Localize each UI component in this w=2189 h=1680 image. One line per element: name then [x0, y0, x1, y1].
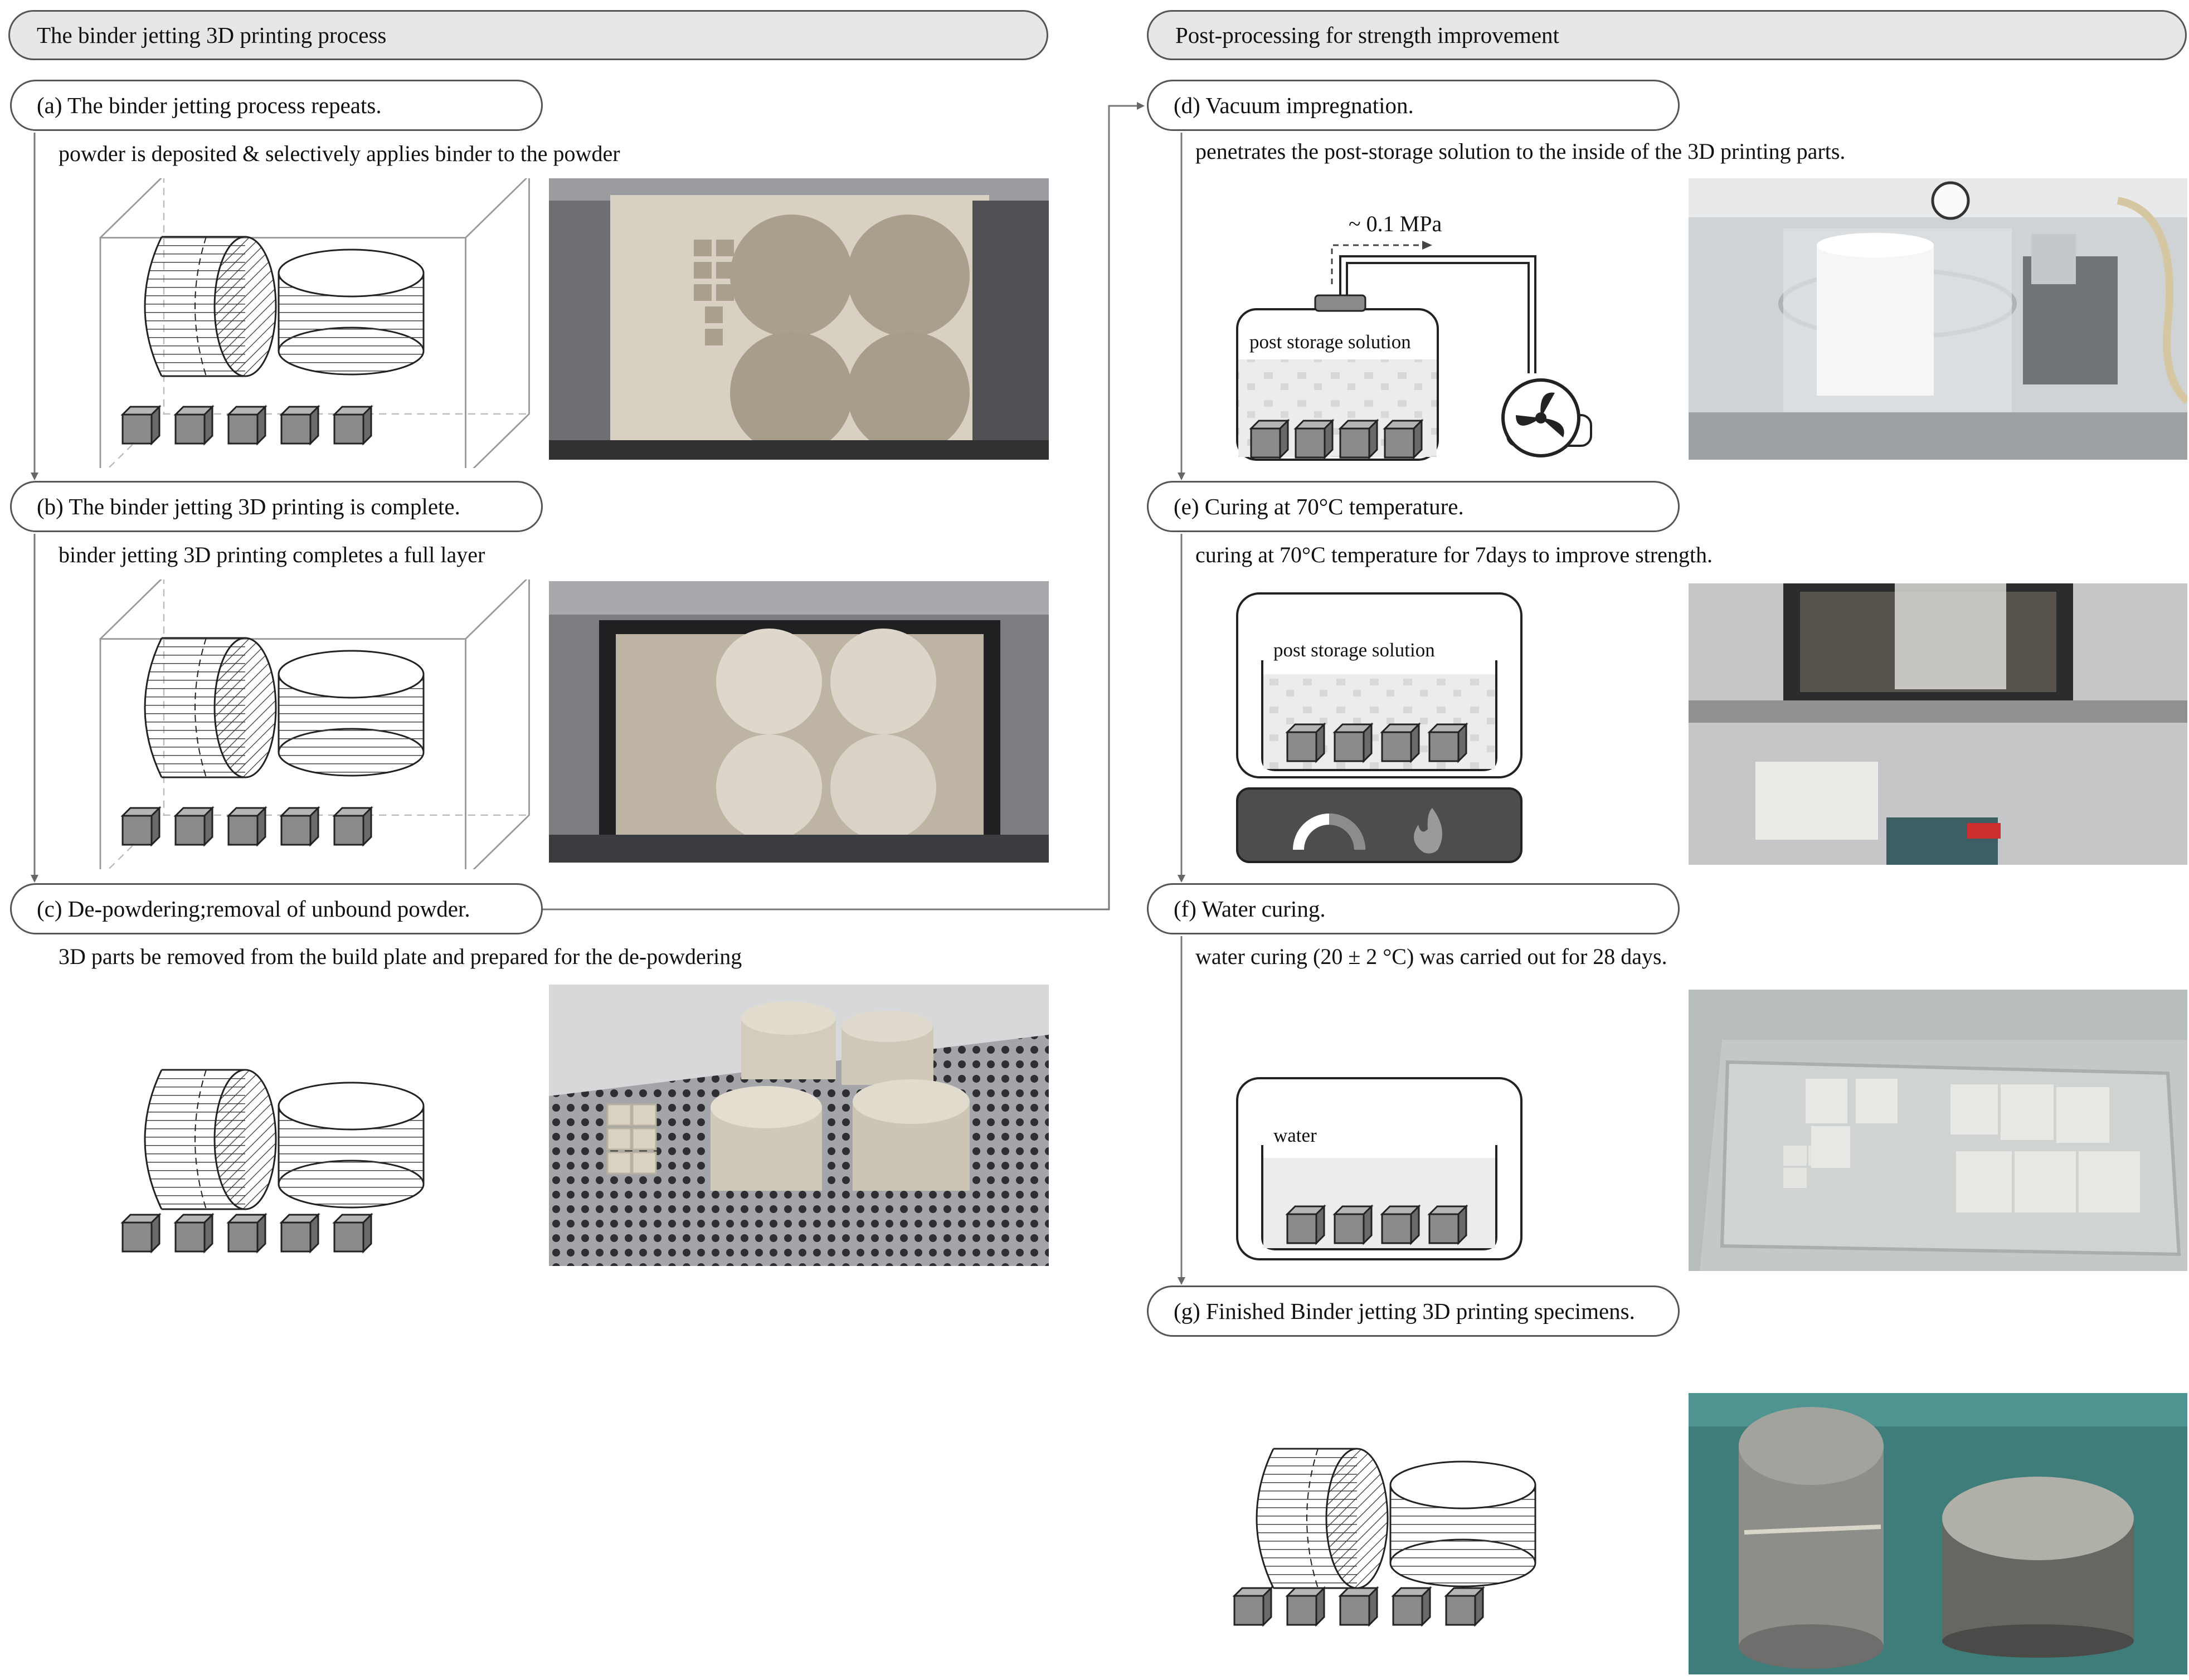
step-f-title: (f) Water curing.	[1147, 883, 1680, 934]
gauge-icon	[1293, 814, 1365, 850]
label-water: water	[1273, 1124, 1317, 1146]
step-e-title: (e) Curing at 70°C temperature.	[1147, 481, 1680, 532]
photo-b-printed-parts	[549, 581, 1049, 863]
step-c-title: (c) De-powdering;removal of unbound powd…	[10, 883, 543, 934]
step-b-desc: binder jetting 3D printing completes a f…	[59, 542, 485, 567]
step-c-desc: 3D parts be removed from the build plate…	[59, 944, 742, 969]
photo-e-oven	[1689, 583, 2187, 865]
arrow-c-d	[542, 102, 1145, 910]
schematic-e-oven	[1236, 592, 1522, 863]
photo-g-finished-specimens	[1689, 1393, 2187, 1674]
header-left: The binder jetting 3D printing process	[8, 10, 1048, 60]
step-b-title: (b) The binder jetting 3D printing is co…	[10, 481, 543, 532]
photo-f-water-tank	[1689, 990, 2187, 1271]
header-right: Post-processing for strength improvement	[1147, 10, 2187, 60]
step-d-title: (d) Vacuum impregnation.	[1147, 80, 1680, 131]
step-e-desc: curing at 70°C temperature for 7days to …	[1195, 542, 1713, 567]
step-a-title: (a) The binder jetting process repeats.	[10, 80, 543, 131]
schematic-b	[99, 580, 530, 869]
schematic-f-water	[1236, 1077, 1522, 1260]
schematic-a	[99, 178, 530, 468]
hotplate-base	[1236, 787, 1522, 863]
flame-icon	[1414, 808, 1442, 854]
step-d-desc: penetrates the post-storage solution to …	[1195, 139, 1846, 164]
label-solution-d: post storage solution	[1249, 331, 1411, 353]
schematic-d-vacuum	[1236, 241, 1592, 461]
schematic-c	[84, 1069, 425, 1259]
photo-d-vacuum-chamber	[1689, 178, 2187, 460]
schematic-g-specimens	[1229, 1448, 1536, 1644]
step-a-desc: powder is deposited & selectively applie…	[59, 141, 620, 166]
vacuum-pump-icon	[1501, 378, 1592, 457]
photo-c-depowdering	[549, 985, 1049, 1266]
photo-a-printing-bed	[549, 178, 1049, 460]
label-solution-e: post storage solution	[1273, 639, 1435, 661]
step-f-desc: water curing (20 ± 2 °C) was carried out…	[1195, 944, 1667, 969]
step-g-title: (g) Finished Binder jetting 3D printing …	[1147, 1285, 1680, 1337]
label-pressure: ~ 0.1 MPa	[1349, 211, 1442, 236]
